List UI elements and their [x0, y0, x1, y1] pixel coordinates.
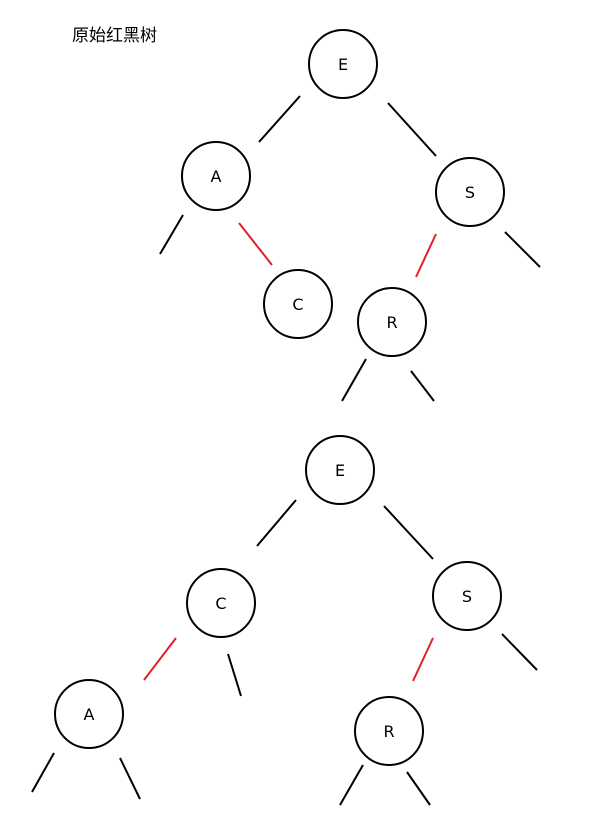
red-link-t1-A-C [238, 222, 273, 266]
tree-original: E A S C R [159, 29, 541, 402]
black-link-t1-E-A [258, 95, 301, 143]
black-link-t2-A-null-left [31, 752, 55, 793]
red-link-t2-C-A [143, 637, 177, 681]
black-link-t2-C-null-right [227, 653, 242, 697]
node-circle-t2-A [54, 679, 124, 749]
tree-node-t1-R: R [357, 287, 427, 357]
tree-node-t2-A: A [54, 679, 124, 749]
tree-node-t2-R: R [354, 696, 424, 766]
black-link-t2-R-null-left [339, 764, 364, 806]
node-circle-t1-E [308, 29, 378, 99]
black-link-t2-E-S [383, 505, 434, 560]
node-label-t2-R: R [383, 722, 394, 741]
node-label-t1-C: C [292, 295, 303, 314]
page-title: 原始红黑树 [72, 26, 157, 46]
red-link-t1-S-R [415, 233, 437, 278]
black-link-t2-R-null-right [406, 771, 431, 806]
node-circle-t1-S [435, 157, 505, 227]
node-circle-t2-C [186, 568, 256, 638]
tree-node-t2-E: E [305, 435, 375, 505]
black-link-t1-R-null-right [410, 370, 435, 402]
node-circle-t2-S [432, 561, 502, 631]
black-link-t1-A-null-left [159, 214, 184, 255]
node-circle-t1-C [263, 269, 333, 339]
black-link-t2-S-null-right [501, 633, 538, 671]
node-label-t2-A: A [84, 705, 95, 724]
black-link-t2-E-C [256, 499, 297, 547]
tree-node-t1-E: E [308, 29, 378, 99]
node-label-t2-S: S [462, 587, 472, 606]
tree-original-nodes: E A S C R [181, 29, 505, 357]
node-label-t1-S: S [465, 183, 475, 202]
red-link-t2-S-R [412, 637, 434, 682]
node-label-t1-R: R [386, 313, 397, 332]
black-link-t1-R-null-left [341, 358, 367, 402]
black-link-t1-S-null-right [504, 231, 541, 268]
node-circle-t1-A [181, 141, 251, 211]
node-circle-t2-R [354, 696, 424, 766]
node-label-t2-C: C [215, 594, 226, 613]
node-label-t1-A: A [211, 167, 222, 186]
node-label-t2-E: E [335, 461, 345, 480]
tree-original-links [159, 95, 541, 402]
tree-rotated-nodes: E C S A R [54, 435, 502, 766]
node-circle-t1-R [357, 287, 427, 357]
tree-node-t2-C: C [186, 568, 256, 638]
tree-node-t1-S: S [435, 157, 505, 227]
black-link-t1-E-S [387, 102, 437, 157]
tree-node-t2-S: S [432, 561, 502, 631]
tree-node-t1-C: C [263, 269, 333, 339]
tree-rotated-links [31, 499, 538, 806]
black-link-t2-A-null-right [119, 757, 141, 800]
tree-rotated: E C S A R [31, 435, 538, 806]
node-label-t1-E: E [338, 55, 348, 74]
node-circle-t2-E [305, 435, 375, 505]
tree-node-t1-A: A [181, 141, 251, 211]
